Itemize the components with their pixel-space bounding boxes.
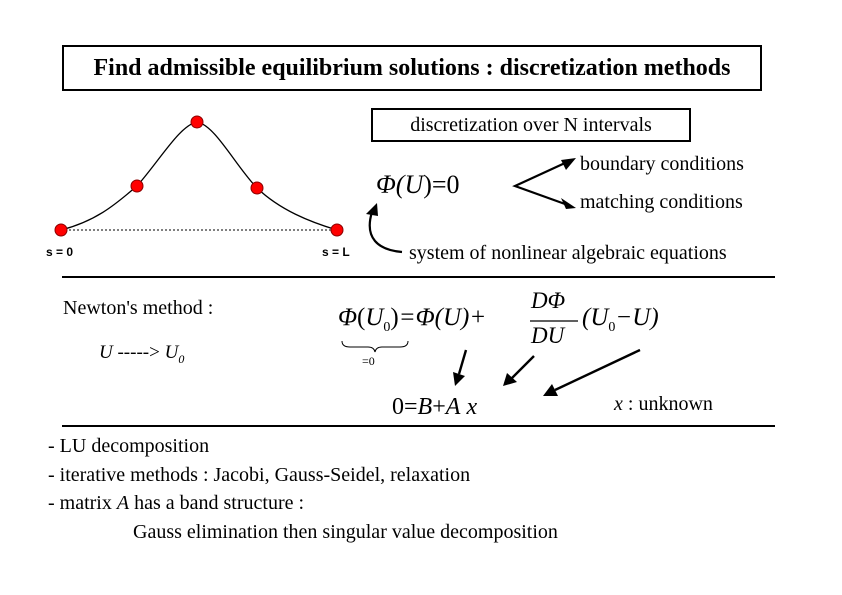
- arrow-head-matching: [561, 198, 576, 209]
- newton-lhs: Φ(U0)=Φ(U)+: [338, 304, 487, 335]
- linear-equation: 0=B+A x: [392, 394, 477, 421]
- unknown-var: x: [614, 393, 623, 415]
- label-s0: s = 0: [46, 245, 74, 259]
- rhs2-sub: 0: [608, 320, 616, 335]
- phi-open: Φ(: [376, 170, 405, 199]
- matching-conditions: matching conditions: [580, 191, 743, 213]
- newton-mapping: U -----> U0: [99, 342, 184, 367]
- phi-var: U: [404, 170, 424, 199]
- fraction-numerator: DΦ: [531, 288, 566, 313]
- lin-A: A: [445, 394, 461, 420]
- bullet-matrix-var: A: [116, 492, 130, 514]
- equilibrium-curve: [60, 121, 338, 231]
- separator-2: [62, 425, 775, 427]
- node-1: [130, 179, 144, 193]
- lhs-sub: 0: [383, 320, 391, 335]
- node-2: [190, 115, 204, 129]
- arrow-head-boundary: [561, 158, 576, 170]
- arrow-to-Ax-line: [554, 348, 641, 392]
- lhs-var: U: [365, 304, 384, 331]
- mapping-to-sub: 0: [178, 351, 185, 366]
- label-sL: s = L: [322, 245, 350, 259]
- mapping-arrow: ----->: [112, 342, 165, 363]
- curved-arrow-head: [366, 203, 378, 216]
- bullet-matrix-detail: Gauss elimination then singular value de…: [133, 521, 558, 543]
- underbrace-label: =0: [362, 354, 375, 368]
- phi-equation: Φ(U)=0: [376, 170, 460, 200]
- system-label: system of nonlinear algebraic equations: [409, 242, 727, 264]
- lin-x: x: [466, 394, 478, 420]
- bullet-iterative: - iterative methods : Jacobi, Gauss-Seid…: [48, 464, 471, 486]
- lin-zero: 0=: [392, 394, 418, 420]
- arrow-to-B-line: [511, 355, 535, 379]
- unknown-label: x : unknown: [614, 393, 713, 416]
- fraction-denominator: DU: [531, 323, 565, 348]
- newton-rhs-2: (U0−U): [582, 304, 659, 336]
- mapping-from: U: [99, 342, 113, 363]
- separator-1: [62, 276, 775, 278]
- arrow-to-Ax-head: [543, 384, 558, 396]
- bullet-matrix-suffix: has a band structure :: [129, 492, 305, 514]
- unknown-text: : unknown: [622, 393, 713, 415]
- lin-B: B: [417, 394, 433, 420]
- curved-arrow: [368, 211, 403, 254]
- branch-lines: [512, 162, 566, 206]
- mapping-to: U: [164, 342, 179, 363]
- slide-title: Find admissible equilibrium solutions : …: [62, 45, 762, 91]
- rhs2-close: −U): [615, 304, 659, 331]
- node-sL: [330, 223, 344, 237]
- bullet-matrix-prefix: - matrix: [48, 492, 117, 514]
- phi-close: )=0: [423, 170, 460, 199]
- rhs2-open: (U: [582, 304, 609, 331]
- underbrace: [341, 340, 409, 353]
- boundary-conditions: boundary conditions: [580, 153, 744, 175]
- node-3: [250, 181, 264, 195]
- arrow-to-B-head: [503, 373, 517, 386]
- arrow-to-zero-line: [457, 349, 468, 375]
- node-s0: [54, 223, 68, 237]
- arrow-to-zero-head: [453, 372, 465, 386]
- lhs-phi: Φ: [338, 304, 358, 331]
- bullet-lu: - LU decomposition: [48, 435, 210, 457]
- lin-plus: +: [432, 394, 446, 420]
- bullet-matrix: - matrix A has a band structure :: [48, 492, 304, 515]
- newton-label: Newton's method :: [63, 297, 214, 319]
- discretization-label: discretization over N intervals: [371, 108, 691, 142]
- rhs-part-1: =Φ(U)+: [398, 304, 487, 331]
